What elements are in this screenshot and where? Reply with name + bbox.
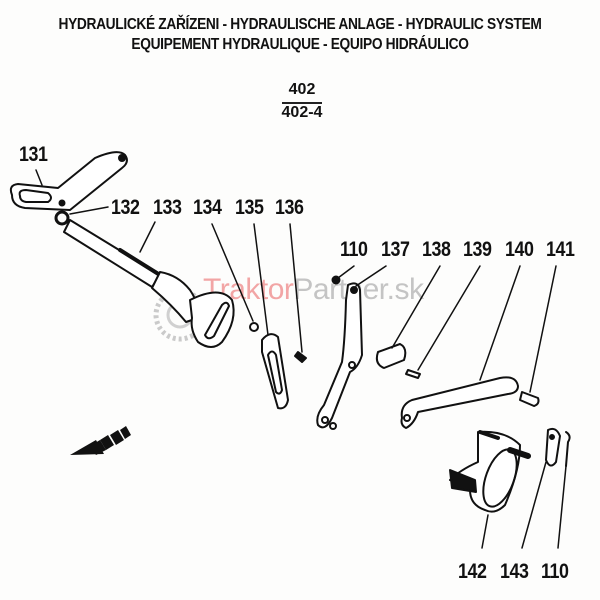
model-variant: 402-4 [281, 104, 323, 121]
part-label-138: 138 [422, 238, 451, 261]
part-label-110-lower: 110 [541, 560, 569, 583]
leader-lines [35, 169, 567, 549]
part-label-139: 139 [463, 238, 492, 261]
cam-142 [449, 430, 531, 513]
part-label-110: 110 [340, 238, 368, 261]
part-label-141: 141 [546, 238, 575, 261]
lever-131 [9, 151, 128, 211]
part-label-140: 140 [505, 238, 534, 261]
part-label-134: 134 [193, 196, 222, 219]
model-number: 402 [288, 81, 316, 98]
title-line-1: HYDRAULICKÉ ZAŘÍZENI - HYDRAULISCHE ANLA… [58, 16, 542, 33]
part-label-132: 132 [111, 196, 140, 219]
part-label-143: 143 [500, 560, 529, 583]
part-label-137: 137 [381, 238, 410, 261]
shaft-133 [63, 219, 235, 348]
part-label-136: 136 [275, 196, 304, 219]
part-label-131: 131 [19, 143, 48, 166]
link-arm-137 [316, 282, 363, 430]
part-label-135: 135 [235, 196, 264, 219]
title-line-2: EQUIPEMENT HYDRAULIQUE - EQUIPO HIDRÁULI… [131, 36, 469, 53]
part-label-142: 142 [458, 560, 487, 583]
fraction-rule [282, 102, 322, 104]
part-label-133: 133 [153, 196, 182, 219]
